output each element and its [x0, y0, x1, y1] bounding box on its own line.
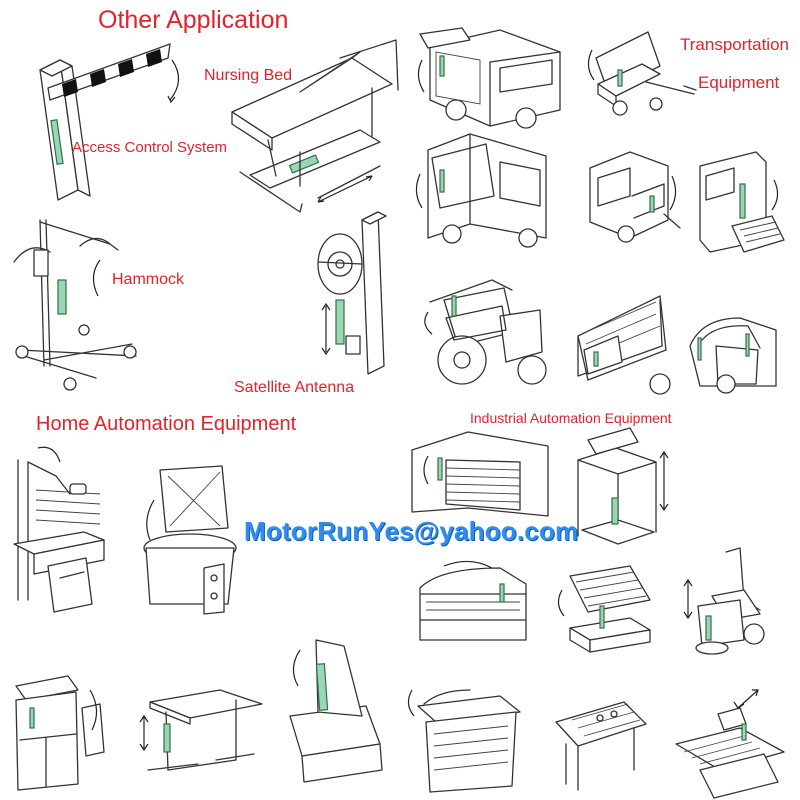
- van-ramp-icon: [699, 151, 785, 253]
- adjustable-desk-icon: [139, 689, 263, 771]
- coach-luggage-icon: [577, 295, 671, 395]
- storage-bed-icon: [557, 565, 651, 653]
- heading-home-automation: Home Automation Equipment: [36, 413, 297, 435]
- trailer-icon: [587, 31, 697, 116]
- contact-email: MotorRunYes@yahoo.com: [244, 516, 579, 546]
- sorting-machine-icon: [675, 689, 785, 799]
- bus-rear-door-icon: [415, 133, 547, 248]
- nursing-bed-icon: [231, 39, 399, 213]
- food-truck-icon: [417, 27, 561, 129]
- conveyor-table-icon: [555, 701, 647, 791]
- warehouse-door-icon: [411, 431, 549, 517]
- heading-industrial-automation: Industrial Automation Equipment: [470, 410, 672, 426]
- heading-transportation-2: Equipment: [698, 73, 780, 92]
- cooking-kettle-icon: [143, 465, 237, 615]
- waste-container-icon: [407, 689, 521, 793]
- tv-cabinet-icon: [15, 675, 105, 791]
- heading-transportation-1: Transportation: [680, 35, 789, 54]
- display-counter-icon: [419, 560, 527, 641]
- tractor-cab-icon: [424, 279, 547, 385]
- wheelchair-icon: [683, 547, 765, 655]
- kitchen-cabinet-icon: [13, 446, 105, 613]
- lifting-table-icon: [577, 427, 669, 545]
- heading-other-application: Other Application: [98, 6, 289, 34]
- caravan-icon: [589, 151, 681, 243]
- barrier-gate-icon: [39, 43, 180, 201]
- car-hatch-icon: [689, 317, 777, 394]
- label-satellite-antenna: Satellite Antenna: [234, 379, 355, 396]
- label-hammock: Hammock: [112, 271, 185, 288]
- label-access-control: Access Control System: [72, 139, 228, 156]
- satellite-antenna-icon: [317, 211, 387, 375]
- label-nursing-bed: Nursing Bed: [204, 67, 293, 84]
- patient-lift-icon: [13, 219, 137, 391]
- skylight-hatch-icon: [289, 639, 383, 783]
